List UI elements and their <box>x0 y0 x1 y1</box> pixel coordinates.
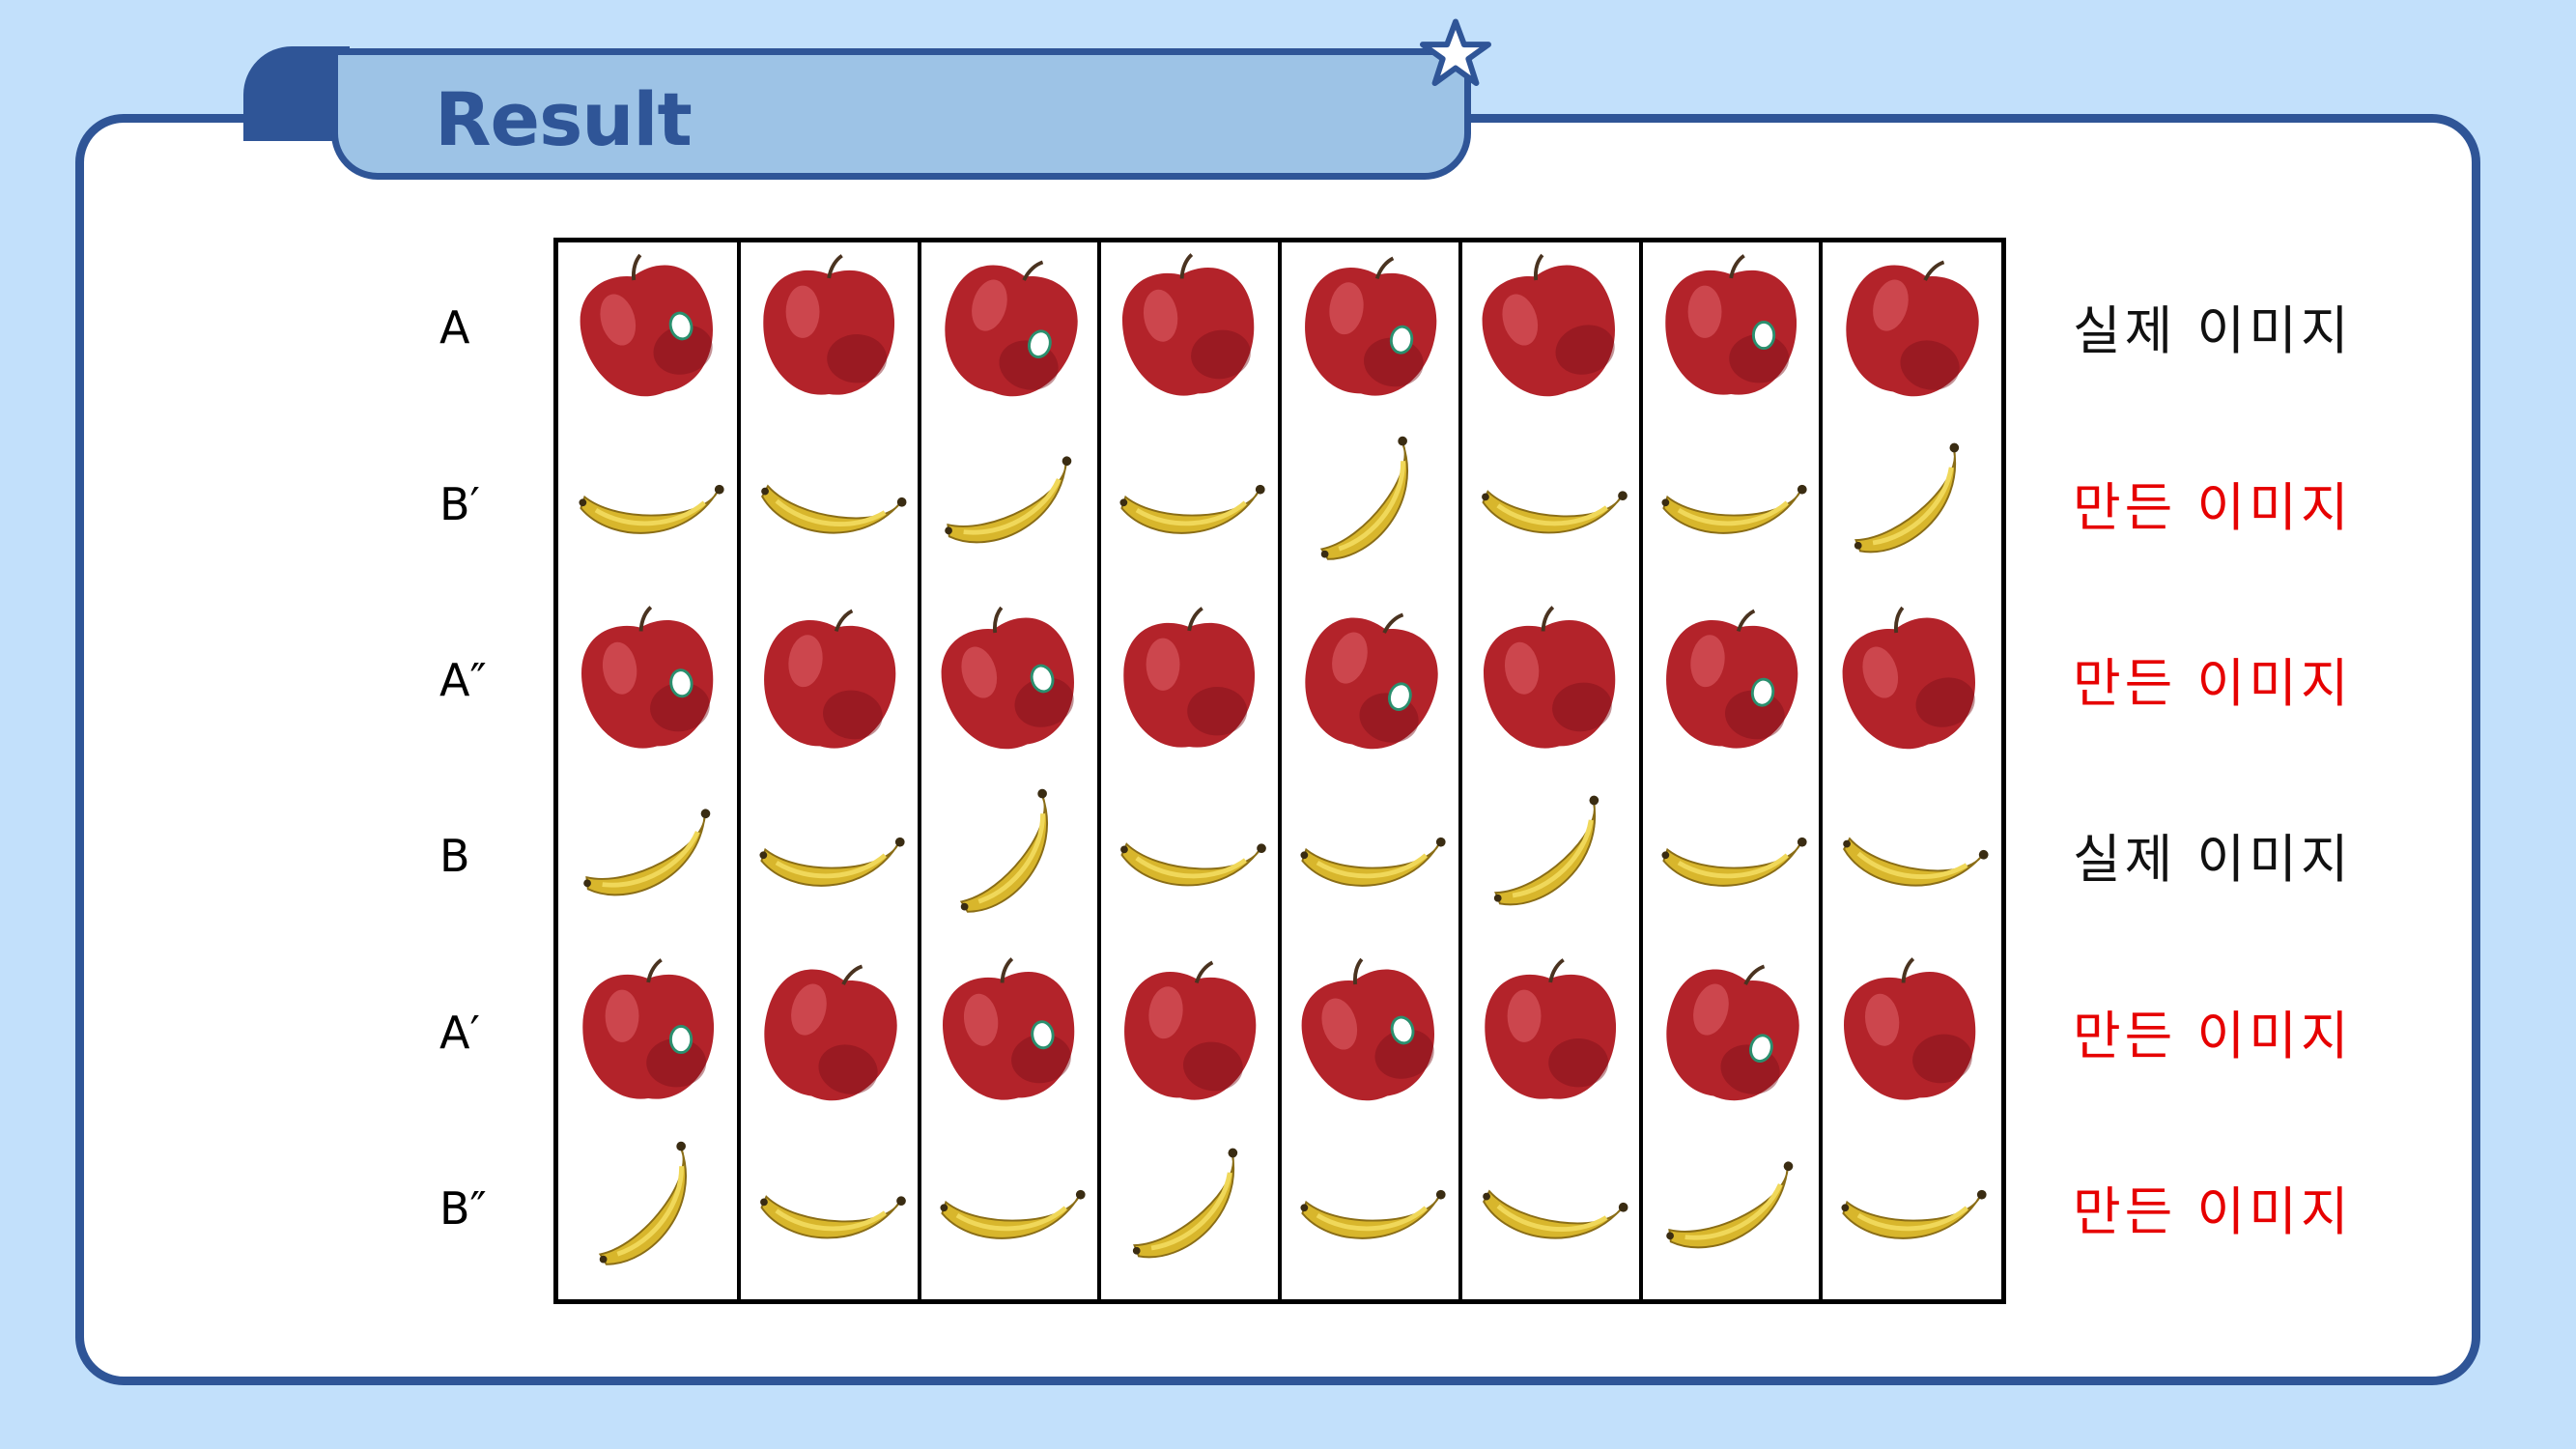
apple-icon <box>1485 958 1616 1099</box>
apple-icon <box>1305 256 1437 396</box>
apple-icon <box>1122 253 1255 396</box>
column-divider <box>917 242 921 1299</box>
apple-icon <box>1484 605 1616 749</box>
apple-icon <box>941 606 1074 749</box>
real-image-label: 실제 이미지 <box>2073 300 2353 362</box>
apple-icon <box>1305 612 1438 749</box>
banana-icon <box>760 1194 906 1239</box>
apple-icon <box>1664 254 1797 395</box>
column-divider <box>1278 242 1282 1299</box>
column-divider <box>1458 242 1462 1299</box>
row-label: B′ <box>439 477 481 530</box>
apple-icon <box>945 260 1078 397</box>
column-divider <box>736 242 741 1299</box>
banana-icon <box>944 456 1072 544</box>
banana-icon <box>1300 1189 1446 1239</box>
generated-image-label: 만든 이미지 <box>2073 476 2353 538</box>
apple-icon <box>1666 964 1799 1101</box>
apple-icon <box>1846 260 1979 397</box>
banana-icon <box>1120 842 1267 887</box>
banana-icon <box>1133 1148 1238 1258</box>
apple-icon <box>764 964 897 1101</box>
column-divider <box>1097 242 1102 1299</box>
star-icon <box>1420 18 1491 87</box>
real-image-label: 실제 이미지 <box>2073 829 2353 891</box>
image-grid <box>553 238 2006 1304</box>
apple-icon <box>1844 957 1976 1100</box>
banana-icon <box>1661 837 1807 887</box>
apple-icon <box>1843 606 1976 749</box>
banana-icon <box>1320 437 1409 561</box>
row-label: A <box>439 301 470 355</box>
banana-icon <box>599 1141 688 1265</box>
apple-icon <box>1123 606 1256 748</box>
apple-icon <box>1482 253 1615 397</box>
banana-icon <box>583 809 711 896</box>
apple-icon <box>764 609 896 749</box>
apple-icon <box>942 957 1074 1100</box>
column-divider <box>1638 242 1643 1299</box>
apple-icon <box>580 253 714 397</box>
banana-icon <box>1482 1189 1628 1239</box>
row-label: B <box>439 830 470 883</box>
apple-icon <box>1302 958 1435 1101</box>
banana-icon <box>1661 485 1807 535</box>
title-tab: Result <box>331 48 1471 180</box>
generated-image-label: 만든 이미지 <box>2073 1005 2353 1066</box>
apple-icon <box>1124 960 1257 1100</box>
apple-icon <box>581 605 714 749</box>
generated-image-label: 만든 이미지 <box>2073 652 2353 714</box>
apple-icon <box>763 254 894 395</box>
apple-icon <box>582 958 715 1099</box>
page-title: Result <box>435 76 693 162</box>
banana-icon <box>940 1189 1086 1239</box>
banana-icon <box>1843 837 1989 887</box>
banana-icon <box>1119 485 1266 535</box>
banana-icon <box>1493 795 1599 906</box>
banana-icon <box>579 485 724 535</box>
banana-icon <box>1300 837 1446 887</box>
banana-icon <box>759 837 905 887</box>
column-divider <box>1819 242 1824 1299</box>
banana-icon <box>760 484 907 534</box>
apple-icon <box>1665 609 1798 749</box>
row-label: A′ <box>439 1006 480 1059</box>
banana-icon <box>1841 1189 1988 1239</box>
row-label: B″ <box>439 1181 487 1235</box>
banana-icon <box>1665 1161 1794 1248</box>
row-label: A″ <box>439 653 487 706</box>
banana-icon <box>959 788 1048 913</box>
generated-image-label: 만든 이미지 <box>2073 1180 2353 1242</box>
banana-icon <box>1854 442 1960 554</box>
banana-icon <box>1482 490 1628 534</box>
